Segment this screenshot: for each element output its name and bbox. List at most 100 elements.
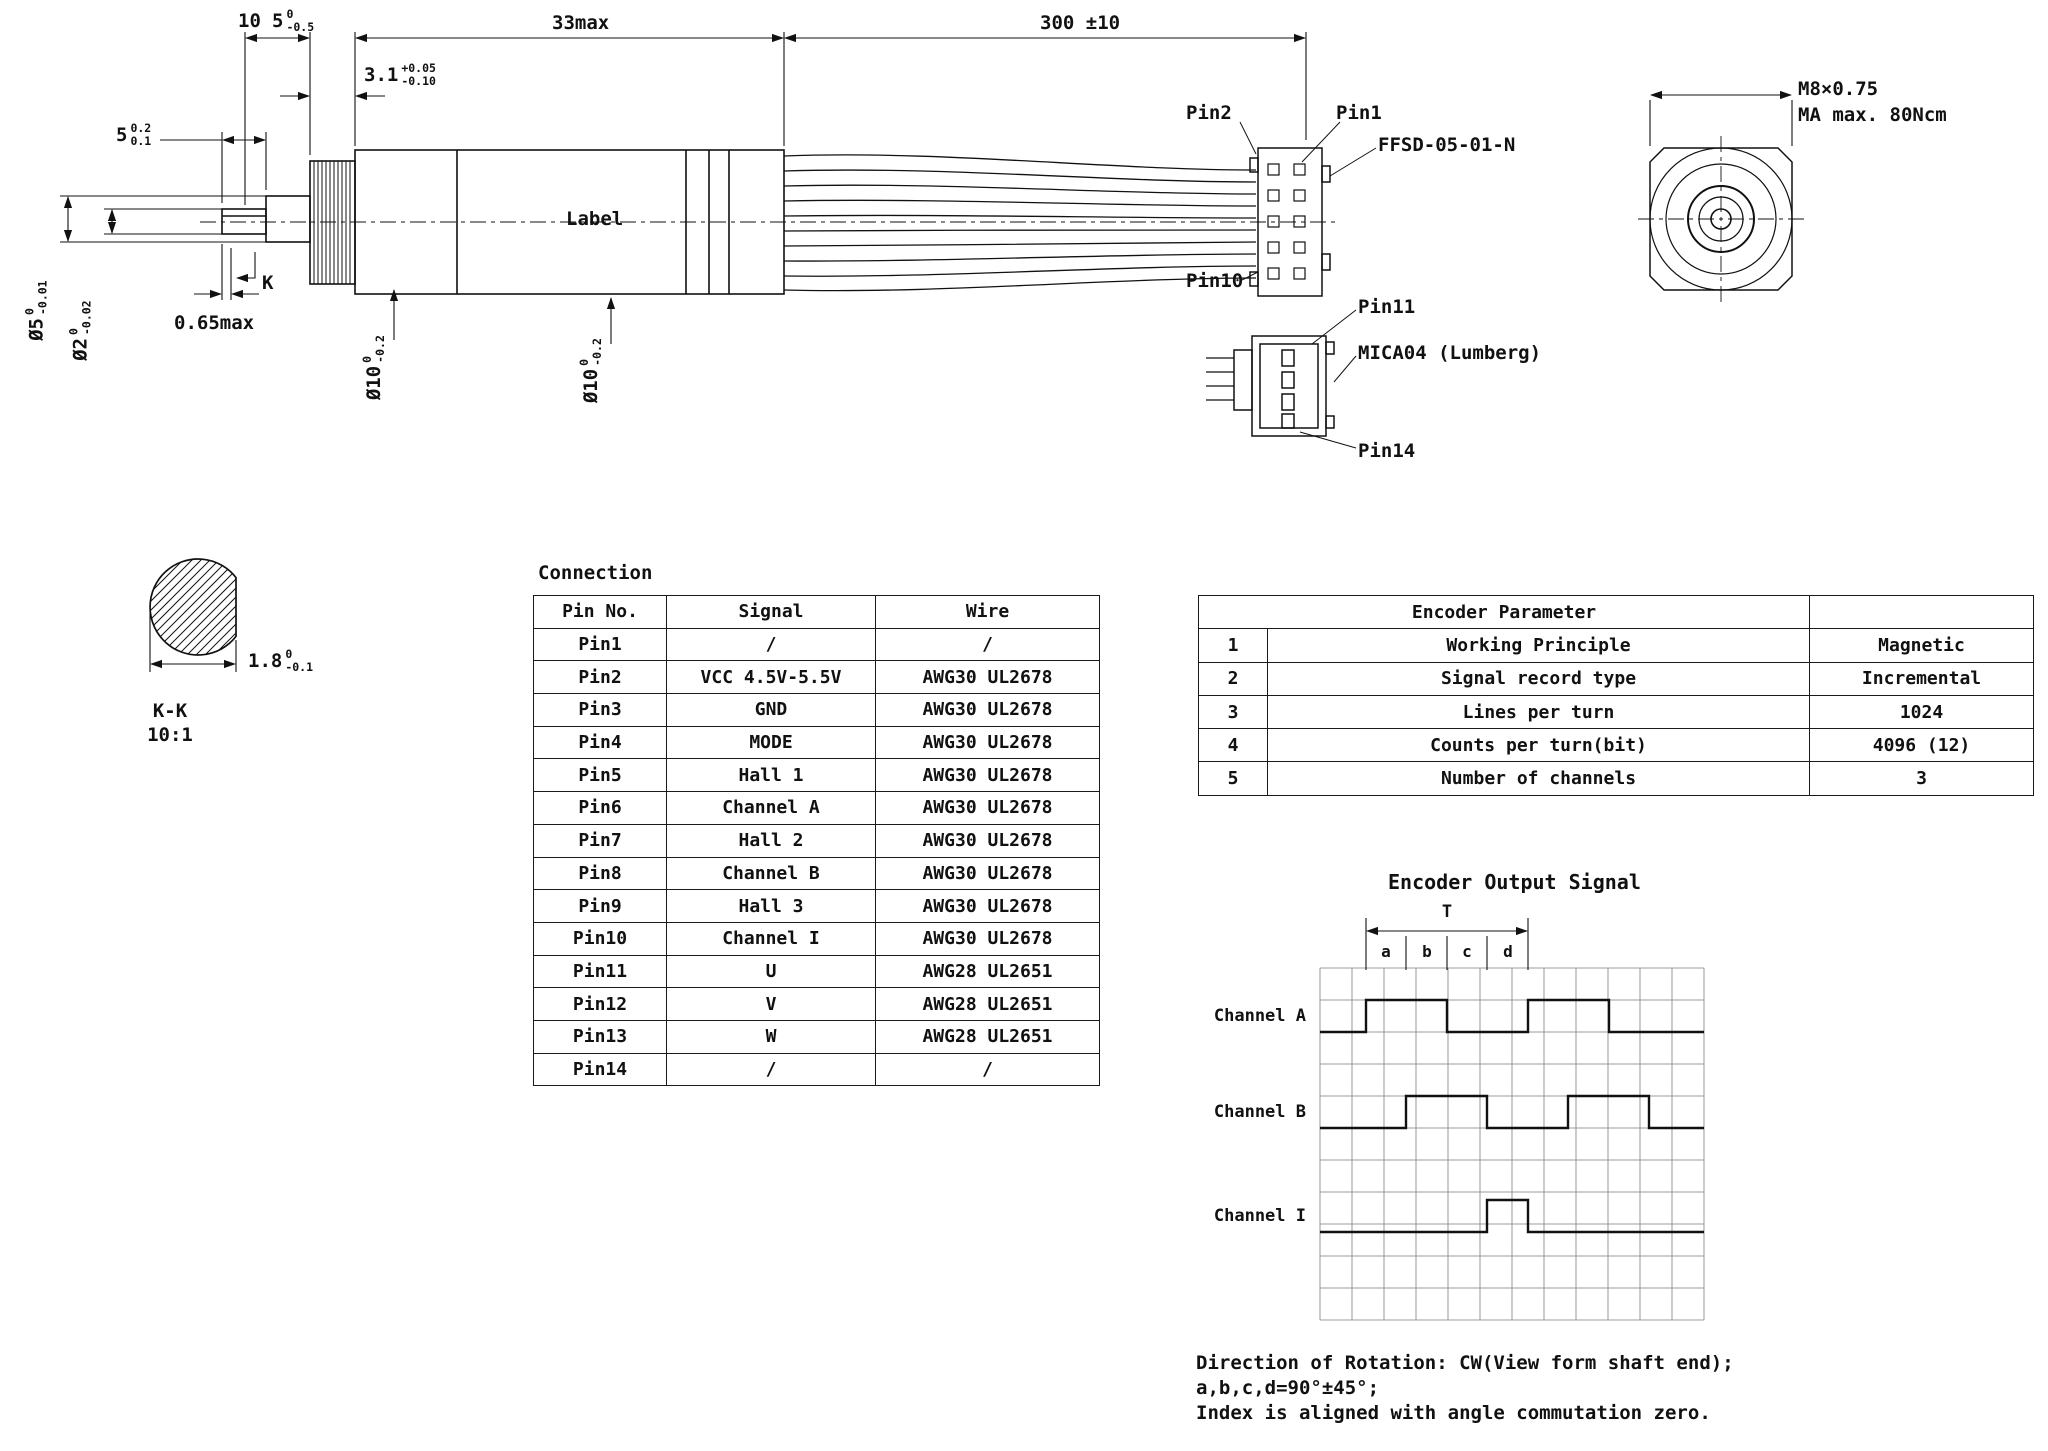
motor-side-view <box>200 149 1340 295</box>
dim-tolerance: +0.05-0.10 <box>401 61 436 88</box>
cell-signal: Channel I <box>666 921 876 956</box>
cell-pin: Pin3 <box>533 693 667 727</box>
cell-wire: AWG30 UL2678 <box>875 725 1100 760</box>
cell-pin: Pin2 <box>533 660 667 695</box>
ffsd-leader-lines <box>1239 121 1377 281</box>
timing-title: Encoder Output Signal <box>1388 870 1641 894</box>
segment-label-d: d <box>1503 942 1513 961</box>
dim-value: Ø10 <box>362 365 385 401</box>
cell-wire: AWG30 UL2678 <box>875 889 1100 923</box>
cell-value: Incremental <box>1809 661 2035 696</box>
col-header-wire: Wire <box>875 595 1100 629</box>
cell-pin: Pin11 <box>533 954 667 989</box>
body-label: Label <box>566 208 624 230</box>
table-header-row: Pin No. Signal Wire <box>533 595 1100 629</box>
pin2-label: Pin2 <box>1186 102 1232 124</box>
cell-signal: Hall 1 <box>666 758 876 793</box>
segment-label-b: b <box>1422 942 1432 961</box>
dim-value: 1.8 <box>248 649 283 672</box>
dim-tolerance: 0-0.2 <box>359 335 387 363</box>
cell-pin: Pin9 <box>533 889 667 923</box>
segment-label-c: c <box>1462 942 1472 961</box>
cell-index: 2 <box>1198 661 1268 696</box>
dim-tolerance: 0-0.1 <box>285 647 314 674</box>
dim-tolerance: 0-0.5 <box>286 7 315 34</box>
dimension-lines <box>60 32 1307 344</box>
cell-parameter: Working Principle <box>1266 628 1811 663</box>
dim-value: 5 <box>116 123 128 146</box>
cell-pin: Pin7 <box>533 823 667 858</box>
period-dimension <box>1365 918 1529 970</box>
cell-signal: / <box>666 1052 876 1087</box>
dim-value: Ø5 <box>25 318 48 341</box>
cell-signal: Channel A <box>666 791 876 825</box>
dim-value: 5 <box>272 9 284 32</box>
mica-wires <box>1206 357 1234 401</box>
dim-tip-diameter-2: Ø2 0-0.02 <box>66 300 94 361</box>
cell-value: 4096 (12) <box>1809 728 2035 763</box>
waveform-channel-b <box>1320 1094 1704 1130</box>
cell-pin: Pin14 <box>533 1052 667 1087</box>
ffsd-pins <box>1267 163 1306 280</box>
cell-index: 4 <box>1198 728 1268 763</box>
period-label: T <box>1441 902 1453 922</box>
cell-value: Magnetic <box>1809 628 2035 663</box>
cell-signal: Hall 3 <box>666 889 876 923</box>
mica-leader-lines <box>1299 309 1357 449</box>
cell-pin: Pin13 <box>533 1019 667 1054</box>
kk-section <box>149 558 237 672</box>
cell-wire: AWG30 UL2678 <box>875 823 1100 858</box>
cell-pin: Pin10 <box>533 921 667 956</box>
dim-shaft-ext-length: 5 0-0.5 <box>272 8 314 33</box>
dim-value: Ø10 <box>579 368 602 404</box>
dim-body-diameter-10: Ø10 0-0.2 <box>577 338 604 404</box>
table-row: Pin14// <box>533 1052 1100 1087</box>
segment-label-a: a <box>1381 942 1391 961</box>
dim-thread-diameter-10: Ø10 0-0.2 <box>359 335 387 401</box>
cell-signal: Channel B <box>666 856 876 891</box>
cell-wire: AWG30 UL2678 <box>875 921 1100 956</box>
note-phase-angles: a,b,c,d=90°±45°; <box>1196 1377 1380 1399</box>
pin10-label: Pin10 <box>1186 270 1244 292</box>
mica-connector-drawing <box>1206 309 1357 449</box>
cable-wires <box>783 154 1257 292</box>
section-name: K-K <box>152 700 188 722</box>
cell-signal: GND <box>666 693 876 727</box>
dim-tolerance: 0-0.02 <box>66 300 94 336</box>
cell-signal: MODE <box>666 725 876 760</box>
cell-index: 1 <box>1198 628 1268 663</box>
kk-hatching <box>150 559 236 655</box>
cell-wire: AWG30 UL2678 <box>875 791 1100 825</box>
cell-wire: AWG30 UL2678 <box>875 758 1100 793</box>
encoder-table-title-spacer <box>1809 594 2035 630</box>
cell-index: 5 <box>1198 761 1268 796</box>
waveform-channel-a <box>1320 998 1704 1034</box>
cell-signal: Hall 2 <box>666 823 876 858</box>
cell-wire: AWG28 UL2651 <box>875 987 1100 1021</box>
timing-grid <box>1319 967 1705 1321</box>
cell-wire: AWG30 UL2678 <box>875 856 1100 891</box>
col-header-pin: Pin No. <box>533 595 667 629</box>
dim-value: 3.1 <box>364 63 399 86</box>
cell-pin: Pin6 <box>533 791 667 825</box>
mount-thread-label: M8×0.75 <box>1798 78 1879 100</box>
kk-dimension <box>149 610 237 672</box>
shaft <box>221 195 311 243</box>
pin14-label: Pin14 <box>1358 440 1416 462</box>
ffsd-connector-label: FFSD-05-01-N <box>1378 134 1516 156</box>
cell-index: 3 <box>1198 694 1268 730</box>
dim-shaft-total-length: 10 <box>238 10 261 32</box>
